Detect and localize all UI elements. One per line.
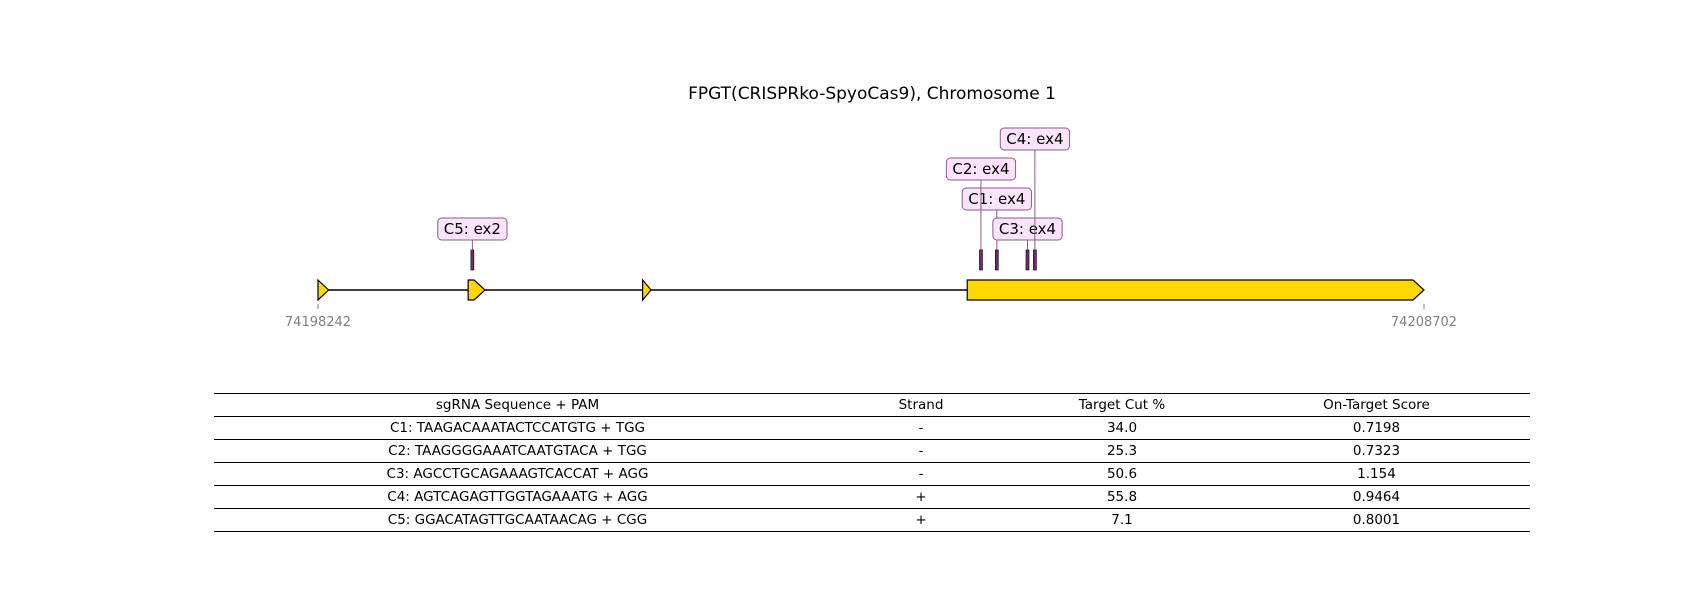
cell-cut: 34.0 bbox=[1021, 416, 1223, 440]
cell-strand: - bbox=[821, 462, 1021, 486]
exon-2 bbox=[467, 279, 486, 301]
cell-cut: 7.1 bbox=[1021, 508, 1223, 532]
table-row: C3: AGCCTGCAGAAAGTCACCAT + AGG - 50.6 1.… bbox=[214, 462, 1530, 486]
table-row: C4: AGTCAGAGTTGGTAGAAATG + AGG + 55.8 0.… bbox=[214, 485, 1530, 509]
exon-4 bbox=[966, 279, 1425, 301]
table-row: C2: TAAGGGGAAATCAATGTACA + TGG - 25.3 0.… bbox=[214, 439, 1530, 463]
guide-label-box bbox=[437, 217, 508, 241]
header-cut: Target Cut % bbox=[1021, 393, 1223, 417]
guide-label-box bbox=[945, 157, 1017, 181]
guide-label: C5: ex2 bbox=[444, 220, 501, 238]
table-header-row: sgRNA Sequence + PAM Strand Target Cut %… bbox=[214, 393, 1530, 417]
header-sequence: sgRNA Sequence + PAM bbox=[214, 393, 821, 417]
exon-3 bbox=[642, 278, 652, 302]
cell-strand: + bbox=[821, 485, 1021, 509]
cell-cut: 55.8 bbox=[1021, 485, 1223, 509]
cell-score: 0.7323 bbox=[1223, 439, 1530, 463]
header-strand: Strand bbox=[821, 393, 1021, 417]
guide-marker: C2: ex4 bbox=[945, 157, 1017, 271]
cut-site-mark bbox=[995, 249, 999, 271]
cell-strand: - bbox=[821, 416, 1021, 440]
cell-strand: - bbox=[821, 439, 1021, 463]
cell-sequence: C4: AGTCAGAGTTGGTAGAAATG + AGG bbox=[214, 485, 821, 509]
guide-label-box bbox=[999, 127, 1071, 151]
cell-score: 0.8001 bbox=[1223, 508, 1530, 532]
guide-label: C4: ex4 bbox=[1006, 130, 1063, 148]
guide-table: sgRNA Sequence + PAM Strand Target Cut %… bbox=[214, 393, 1530, 532]
cell-sequence: C1: TAAGACAAATACTCCATGTG + TGG bbox=[214, 416, 821, 440]
guide-label-box bbox=[961, 187, 1032, 211]
end-coordinate: 74208702 bbox=[1391, 315, 1457, 330]
table-row: C1: TAAGACAAATACTCCATGTG + TGG - 34.0 0.… bbox=[214, 416, 1530, 440]
cell-strand: + bbox=[821, 508, 1021, 532]
cell-sequence: C3: AGCCTGCAGAAAGTCACCAT + AGG bbox=[214, 462, 821, 486]
cut-site-mark bbox=[1033, 249, 1037, 271]
figure-title: FPGT(CRISPRko-SpyoCas9), Chromosome 1 bbox=[688, 84, 1056, 104]
guide-label: C3: ex4 bbox=[999, 220, 1056, 238]
guide-marker: C3: ex4 bbox=[992, 217, 1063, 271]
cut-site-mark bbox=[1025, 249, 1030, 271]
cell-score: 0.7198 bbox=[1223, 416, 1530, 440]
header-score: On-Target Score bbox=[1223, 393, 1530, 417]
exon-1 bbox=[317, 278, 330, 302]
cell-sequence: C5: GGACATAGTTGCAATAACAG + CGG bbox=[214, 508, 821, 532]
gene-map: FPGT(CRISPRko-SpyoCas9), Chromosome 1 C1… bbox=[285, 84, 1457, 330]
cell-score: 0.9464 bbox=[1223, 485, 1530, 509]
guide-marker: C4: ex4 bbox=[999, 127, 1071, 271]
guide-label: C2: ex4 bbox=[952, 160, 1009, 178]
guide-marker: C1: ex4 bbox=[961, 187, 1032, 271]
exons bbox=[317, 278, 1425, 302]
cell-cut: 50.6 bbox=[1021, 462, 1223, 486]
cell-cut: 25.3 bbox=[1021, 439, 1223, 463]
cut-site-mark bbox=[470, 249, 475, 271]
table-row: C5: GGACATAGTTGCAATAACAG + CGG + 7.1 0.8… bbox=[214, 508, 1530, 532]
cut-site-mark bbox=[979, 249, 983, 271]
guide-marker: C5: ex2 bbox=[437, 217, 508, 271]
guide-label-box bbox=[992, 217, 1063, 241]
cell-sequence: C2: TAAGGGGAAATCAATGTACA + TGG bbox=[214, 439, 821, 463]
guide-label: C1: ex4 bbox=[968, 190, 1025, 208]
cell-score: 1.154 bbox=[1223, 462, 1530, 486]
start-coordinate: 74198242 bbox=[285, 315, 351, 330]
